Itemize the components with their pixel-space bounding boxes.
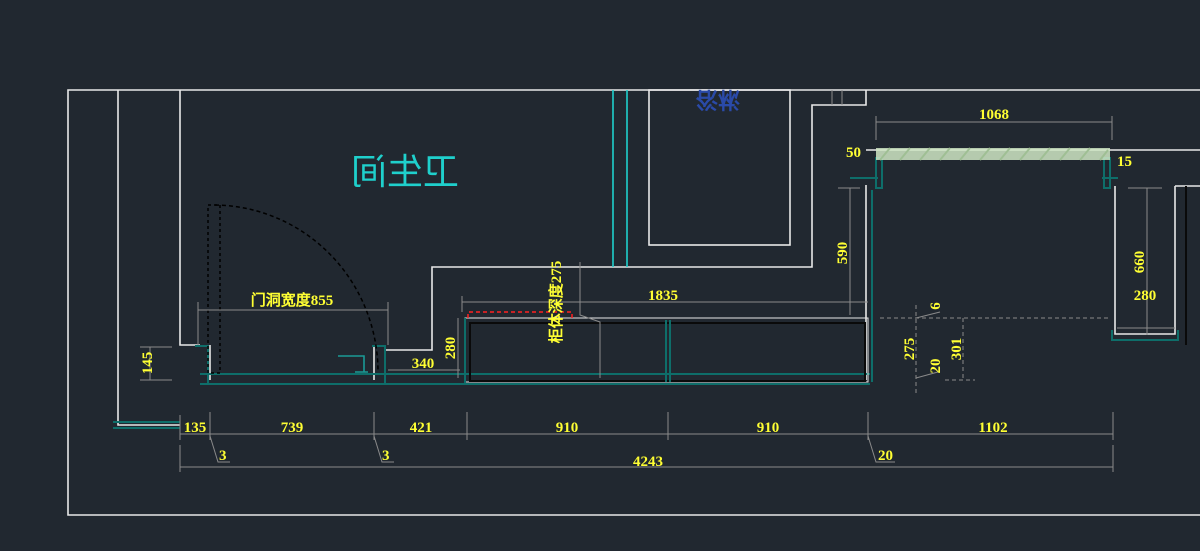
dim-340: 340 xyxy=(412,356,435,372)
dim-3-b: 3 xyxy=(382,448,390,464)
dim-280-right: 280 xyxy=(1134,288,1157,304)
dim-1102: 1102 xyxy=(978,420,1007,436)
dim-280-left: 280 xyxy=(443,337,459,360)
dim-20-bottom: 20 xyxy=(878,448,893,464)
dim-910-b: 910 xyxy=(757,420,780,436)
dim-1835: 1835 xyxy=(648,288,678,304)
room-label: 卫生间 xyxy=(351,152,459,193)
dim-590: 590 xyxy=(835,242,851,265)
dim-6: 6 xyxy=(928,302,944,310)
walls xyxy=(113,90,1200,429)
dim-20-right: 20 xyxy=(928,359,944,374)
cabinet-depth-label: 柜体深度275 xyxy=(547,261,565,345)
dim-301: 301 xyxy=(949,338,965,361)
cabinet xyxy=(464,311,869,384)
shower-label: 淋浴 xyxy=(695,86,740,112)
dim-3-a: 3 xyxy=(219,448,227,464)
dimension-labels: 1068 50 15 590 660 280 1835 6 275 20 301… xyxy=(140,107,1156,470)
shower-area: 淋浴 xyxy=(612,86,843,267)
dimension-lines xyxy=(140,116,1175,472)
dim-4243: 4243 xyxy=(633,454,663,470)
dim-660: 660 xyxy=(1132,251,1148,274)
outer-frame xyxy=(67,89,1200,516)
door-swing xyxy=(207,204,379,374)
dim-910-a: 910 xyxy=(556,420,579,436)
dim-145: 145 xyxy=(140,352,156,375)
dim-1068: 1068 xyxy=(979,107,1009,123)
dim-50: 50 xyxy=(846,145,861,161)
door-opening-width-label: 门洞宽度855 xyxy=(251,291,334,309)
dim-421: 421 xyxy=(410,420,433,436)
dim-135: 135 xyxy=(184,420,207,436)
dim-739: 739 xyxy=(281,420,304,436)
glass-panel xyxy=(876,147,1110,161)
dim-275: 275 xyxy=(902,338,918,361)
dim-15: 15 xyxy=(1117,154,1132,170)
